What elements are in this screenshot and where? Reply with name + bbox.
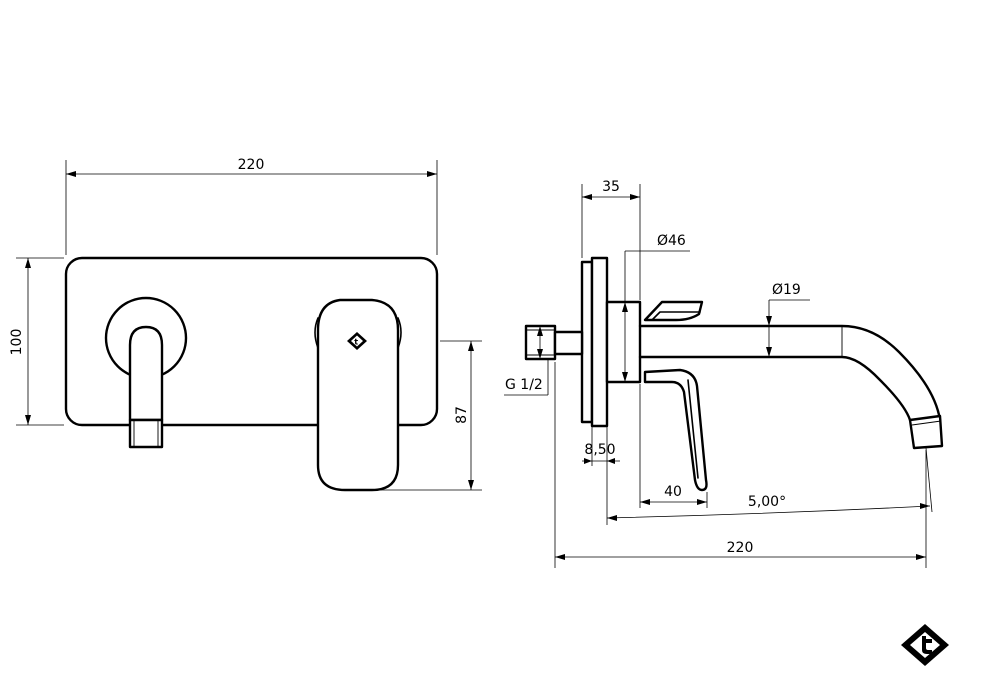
front-lever [314,298,402,492]
side-rosette [605,300,642,384]
dim-side-lever-label: 40 [664,484,682,500]
dim-front-lever-height: 87 [374,340,482,491]
side-wall-plate [590,256,609,428]
dim-side-depth-label: 35 [602,179,620,195]
lever-logo-icon: t [347,332,367,350]
side-thread-stub [524,324,584,361]
dim-front-width: 220 [65,157,438,255]
dim-side-spout-dia-label: Ø19 [772,282,801,298]
dim-side-offset: 8,50 [582,426,620,525]
side-lever [643,300,708,492]
side-spout [638,324,944,450]
svg-text:t: t [354,338,358,347]
dim-side-length: 220 [554,362,927,568]
brand-logo-icon [901,624,949,666]
dim-side-offset-label: 8,50 [584,442,615,458]
dim-side-spout-dia: Ø19 [766,282,810,357]
dim-front-width-label: 220 [238,157,265,173]
dim-side-thread: G 1/2 [504,326,549,396]
dim-side-angle-label: 5,00° [748,494,786,510]
side-view: 35 Ø46 Ø19 G 1/2 [504,179,944,568]
dim-side-plate-dia-label: Ø46 [657,233,686,249]
dim-side-thread-label: G 1/2 [505,377,543,393]
dim-side-depth: 35 [581,179,641,300]
dim-front-lever-height-label: 87 [454,406,470,424]
front-view: t 220 100 87 [9,157,482,492]
dim-side-length-label: 220 [727,540,754,556]
dim-front-height-label: 100 [9,329,25,356]
dim-side-plate-dia: Ø46 [622,233,690,382]
dim-front-height: 100 [9,257,64,426]
front-spout [128,325,164,449]
dim-side-lever: 40 [639,384,708,508]
dim-side-angle: 5,00° [606,447,933,521]
side-wall-plate-back [580,260,594,424]
